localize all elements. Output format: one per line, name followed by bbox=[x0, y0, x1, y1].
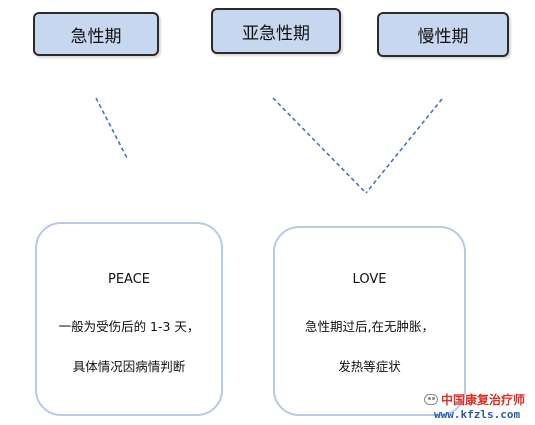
wechat-icon bbox=[424, 394, 438, 405]
peace-line-2: 具体情况因病情判断 bbox=[72, 359, 186, 374]
phase-chronic-label: 慢性期 bbox=[417, 27, 469, 47]
love-line-2: 发热等症状 bbox=[338, 359, 401, 374]
connector-subacute-love bbox=[272, 97, 367, 194]
watermark: 中国康复治疗师 bbox=[424, 391, 532, 408]
love-line-1: 急性期过后,在无肿胀， bbox=[305, 319, 434, 334]
peace-line-1: 一般为受伤后的 1-3 天， bbox=[58, 319, 200, 334]
phase-subacute-label: 亚急性期 bbox=[242, 23, 310, 44]
peace-card: PEACE 一般为受伤后的 1-3 天， 具体情况因病情判断 bbox=[35, 222, 223, 416]
phase-acute-box: 急性期 bbox=[33, 12, 159, 56]
connector-acute-peace bbox=[95, 97, 129, 161]
phase-acute-label: 急性期 bbox=[70, 26, 122, 47]
love-heading: LOVE bbox=[352, 272, 387, 287]
connector-chronic-love bbox=[365, 98, 443, 194]
phase-chronic-box: 慢性期 bbox=[377, 12, 509, 57]
watermark-url: www.kfzls.com bbox=[434, 408, 521, 421]
phase-subacute-box: 亚急性期 bbox=[211, 8, 341, 54]
watermark-name: 中国康复治疗师 bbox=[441, 393, 526, 407]
love-card: LOVE 急性期过后,在无肿胀， 发热等症状 bbox=[273, 226, 466, 416]
peace-heading: PEACE bbox=[107, 272, 150, 287]
